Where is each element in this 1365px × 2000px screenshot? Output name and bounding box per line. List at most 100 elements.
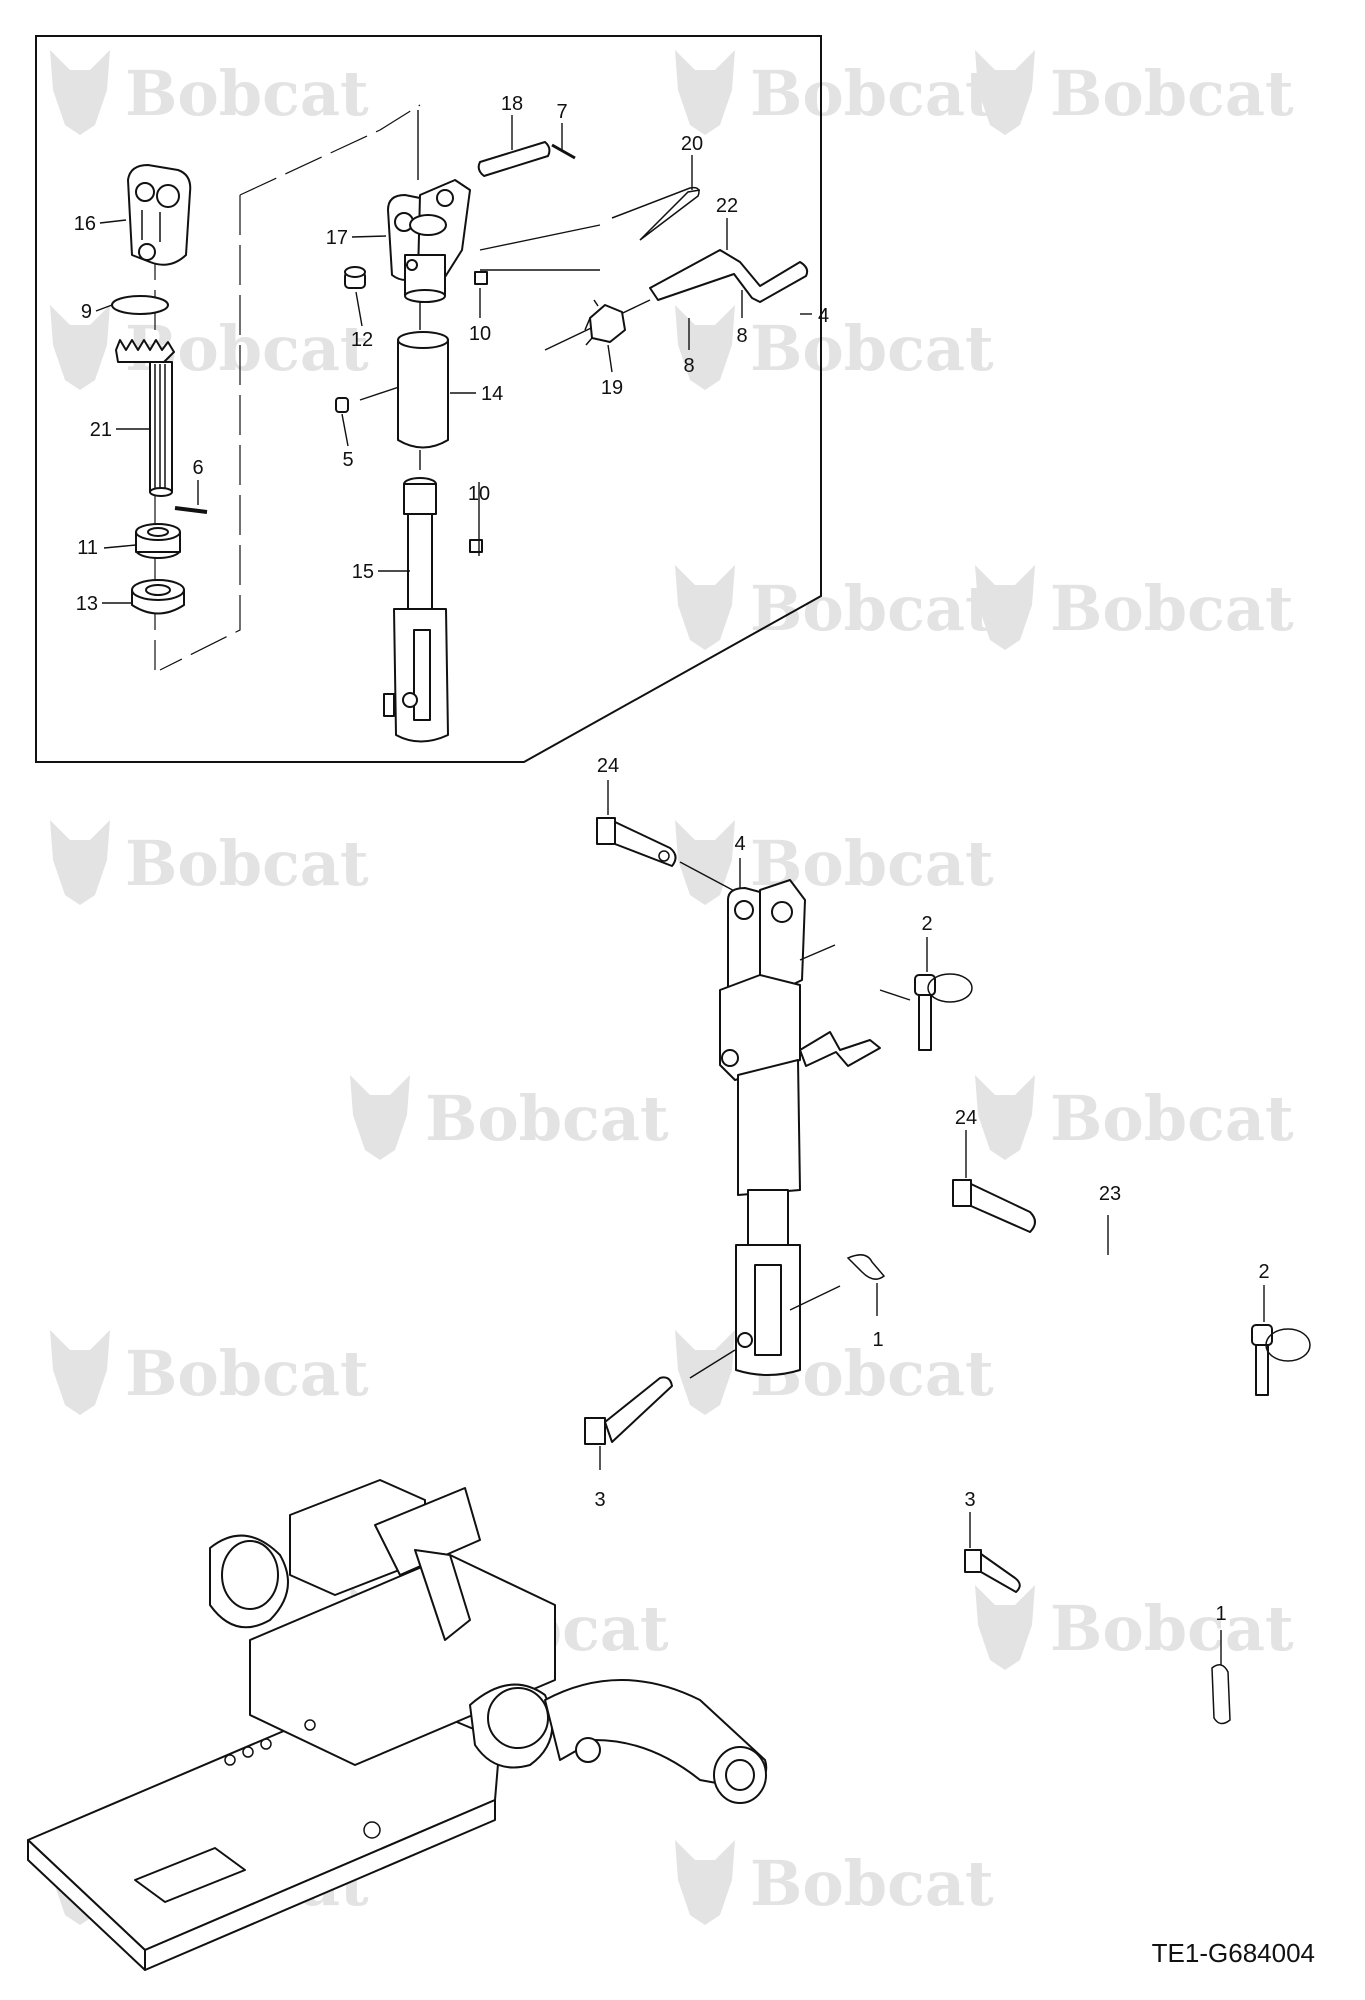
pin-axis-2 (799, 944, 836, 961)
bobcat-logo-icon (675, 305, 735, 390)
part-9-washer (111, 295, 169, 315)
part-16-clevis (127, 164, 192, 266)
bobcat-watermark: Bobcat (350, 1075, 669, 1160)
callout-label: 7 (556, 101, 567, 123)
bobcat-watermark: Bobcat (675, 820, 994, 905)
bobcat-watermark: Bobcat (975, 50, 1294, 135)
callout-label: 5 (342, 449, 353, 471)
watermark-brand-text: Bobcat (125, 57, 369, 130)
callout-label: 19 (601, 377, 623, 399)
watermark-brand-text: Bobcat (125, 827, 369, 900)
callout-label: 22 (716, 195, 738, 217)
part-2-lynch-pin-upper (914, 973, 973, 1051)
callout-label: 11 (77, 537, 98, 559)
callout-label: 10 (469, 323, 491, 345)
part-12-cap (344, 266, 366, 289)
part-10-set-screw-upper (474, 271, 488, 285)
bobcat-watermark: Bobcat (50, 50, 369, 135)
bobcat-watermark: Bobcat (675, 50, 994, 135)
tractor-rear-housing (27, 1479, 768, 1971)
part-4-assembly (719, 879, 806, 1376)
pin-axis-1 (789, 1285, 841, 1311)
watermark-brand-text: Bobcat (750, 572, 994, 645)
watermark-brand-text: Bobcat (1050, 57, 1294, 130)
leader-line (607, 344, 613, 373)
part-17-upper-housing (387, 179, 471, 303)
bobcat-watermark: Bobcat (975, 1075, 1294, 1160)
bobcat-logo-icon (50, 50, 110, 135)
bobcat-logo-icon (350, 1075, 410, 1160)
callout-label: 18 (501, 93, 523, 115)
bobcat-watermark: Bobcat (50, 305, 369, 390)
part-24-pin-upper (596, 817, 677, 867)
watermark-brand-text: Bobcat (750, 312, 994, 385)
watermark-brand-text: Bobcat (1050, 1082, 1294, 1155)
part-3-pin-right (964, 1549, 1021, 1593)
bobcat-logo-icon (975, 50, 1035, 135)
pin-axis-2b (879, 989, 911, 1001)
callout-label: 3 (594, 1489, 605, 1511)
callout-label: 8 (683, 355, 694, 377)
bobcat-logo-icon (50, 305, 110, 390)
bobcat-logo-icon (975, 1585, 1035, 1670)
part-24-pin-right (952, 1179, 1036, 1233)
callout-label: 1 (872, 1329, 883, 1351)
bobcat-watermark: Bobcat (50, 1330, 369, 1415)
bobcat-logo-icon (675, 50, 735, 135)
part-1-clip-right (1211, 1664, 1231, 1725)
part-22-crank-handle (649, 249, 809, 303)
part-20-spring-clip (611, 186, 701, 241)
callout-label: 24 (597, 755, 619, 777)
part-19-gear (584, 299, 626, 346)
callout-label: 3 (964, 1489, 975, 1511)
bobcat-watermark: Bobcat (975, 1585, 1294, 1670)
part-10-set-screw-lower (469, 539, 483, 553)
watermark-brand-text: Bobcat (1050, 572, 1294, 645)
part-22-crank-installed (799, 1031, 881, 1067)
part-6-pin (174, 506, 208, 514)
bobcat-logo-icon (975, 1075, 1035, 1160)
callout-label: 1 (1215, 1603, 1226, 1625)
part-11-seal (135, 523, 181, 559)
callout-label: 4 (734, 833, 745, 855)
bobcat-logo-icon (675, 820, 735, 905)
bobcat-logo-icon (675, 1330, 735, 1415)
part-21-spline-shaft (115, 339, 175, 497)
callout-label: 8 (736, 325, 747, 347)
watermark-brand-text: Bobcat (750, 1847, 994, 1920)
part-15-lower-rod (383, 477, 449, 743)
callout-label: 6 (192, 457, 203, 479)
bobcat-watermark: Bobcat (675, 565, 994, 650)
callout-label: 16 (74, 213, 96, 235)
watermark-brand-text: Bobcat (1050, 1592, 1294, 1665)
part-5-screw (335, 397, 349, 413)
callout-label: 17 (326, 227, 348, 249)
callout-label: 15 (352, 561, 374, 583)
callout-label: 2 (921, 913, 932, 935)
callout-label: 12 (351, 329, 373, 351)
bobcat-watermark: Bobcat (675, 1330, 994, 1415)
watermark-brand-text: Bobcat (425, 1082, 669, 1155)
leader-line (103, 544, 137, 549)
leader-line (351, 235, 387, 238)
callout-label: 24 (955, 1107, 977, 1129)
bobcat-watermark: Bobcat (675, 305, 994, 390)
part-1-clip-center (846, 1254, 886, 1280)
part-2-lynch-pin-right (1251, 1324, 1311, 1396)
callout-label: 9 (81, 301, 92, 323)
callout-label: 4 (818, 305, 829, 327)
leader-line (95, 304, 113, 312)
watermark-brand-text: Bobcat (750, 57, 994, 130)
watermark-brand-text: Bobcat (125, 1337, 369, 1410)
drawing-code: TE1-G684004 (1152, 1938, 1315, 1968)
pin-axis-3 (689, 1349, 736, 1379)
bobcat-logo-icon (50, 1330, 110, 1415)
leader-line (99, 219, 127, 224)
bobcat-watermark: Bobcat (975, 565, 1294, 650)
bobcat-logo-icon (50, 820, 110, 905)
detail-frame (35, 35, 822, 763)
bobcat-watermark: Bobcat (675, 1840, 994, 1925)
leader-line (355, 291, 363, 327)
